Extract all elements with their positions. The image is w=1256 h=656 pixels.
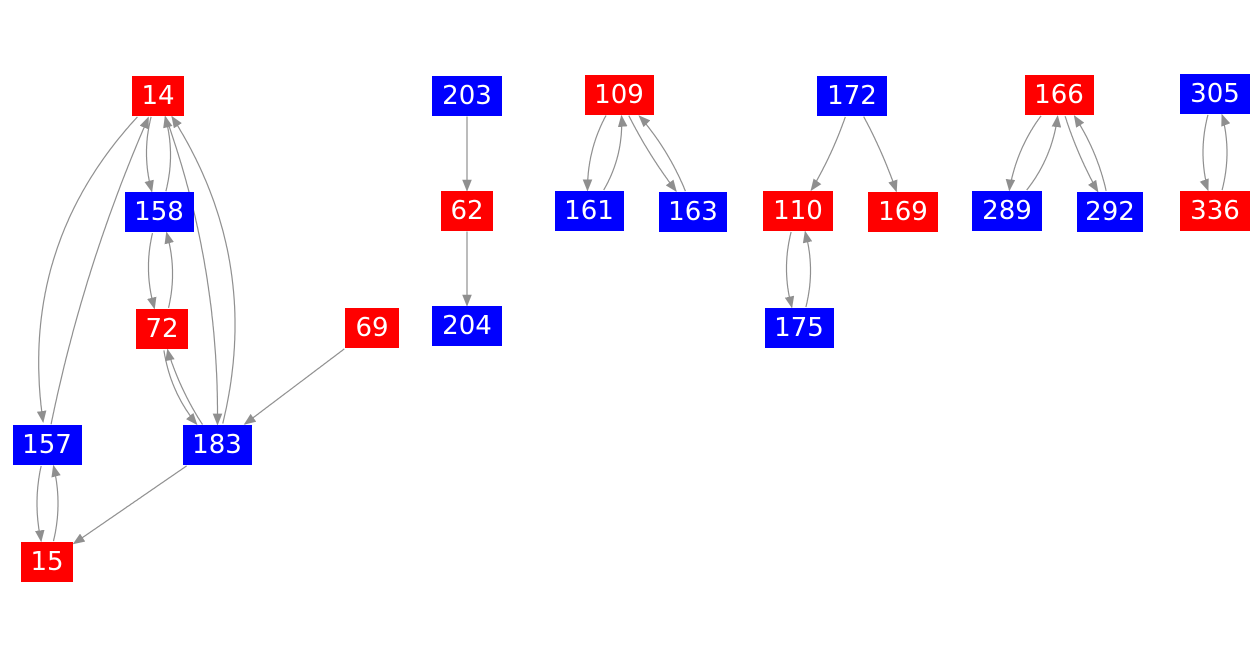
edge-166-292	[1064, 116, 1099, 193]
node-label: 158	[134, 197, 184, 227]
edge-72-183	[163, 350, 198, 426]
node-label: 157	[22, 430, 72, 460]
node-label: 289	[982, 196, 1032, 226]
node-163: 163	[659, 192, 727, 232]
node-336: 336	[1180, 191, 1250, 231]
node-label: 183	[192, 430, 242, 460]
node-label: 14	[141, 81, 175, 111]
node-label: 175	[774, 313, 824, 343]
node-172: 172	[817, 76, 887, 116]
edge-157-15	[34, 465, 45, 543]
node-label: 336	[1190, 196, 1240, 226]
node-label: 15	[30, 547, 64, 577]
node-label: 110	[773, 196, 823, 226]
node-label: 172	[827, 81, 877, 111]
node-15: 15	[21, 542, 73, 582]
edge-175-110	[802, 230, 813, 308]
node-label: 166	[1034, 80, 1084, 110]
node-157: 157	[12, 425, 82, 465]
node-183: 183	[182, 425, 252, 465]
edge-158-72	[147, 232, 157, 310]
node-161: 161	[554, 191, 624, 231]
node-label: 203	[442, 81, 492, 111]
edge-161-109	[603, 114, 628, 191]
edge-157-14	[50, 116, 149, 425]
edge-158-14	[163, 115, 173, 192]
node-label: 163	[668, 197, 718, 227]
edge-166-289	[1005, 115, 1042, 192]
edge-group	[34, 113, 1231, 545]
node-72: 72	[136, 309, 188, 349]
node-110: 110	[763, 191, 833, 231]
edge-72-158	[164, 231, 174, 309]
node-175: 175	[764, 308, 834, 348]
edge-292-166	[1073, 115, 1107, 191]
edge-183-14	[171, 115, 236, 424]
edge-109-163	[628, 115, 677, 193]
node-label: 161	[564, 196, 614, 226]
edge-172-169	[863, 116, 898, 193]
node-label: 204	[442, 311, 492, 341]
node-158: 158	[124, 192, 194, 232]
edge-109-161	[582, 115, 607, 192]
edge-163-109	[638, 115, 686, 192]
node-305: 305	[1180, 74, 1250, 114]
node-203: 203	[432, 76, 502, 116]
node-69: 69	[345, 308, 399, 348]
node-204: 204	[432, 306, 502, 346]
edge-336-305	[1221, 113, 1231, 191]
node-label: 69	[355, 313, 389, 343]
node-292: 292	[1077, 192, 1143, 232]
edge-183-72	[165, 348, 204, 425]
edge-15-157	[51, 464, 61, 542]
edge-110-175	[784, 231, 795, 309]
node-14: 14	[132, 76, 184, 116]
node-label: 292	[1085, 197, 1135, 227]
edge-69-183	[243, 348, 345, 425]
edge-14-183	[165, 117, 223, 426]
node-289: 289	[972, 191, 1042, 231]
node-62: 62	[441, 191, 493, 231]
node-label: 109	[594, 80, 644, 110]
node-label: 305	[1190, 79, 1240, 109]
edge-183-15	[72, 465, 187, 545]
edge-14-157	[36, 116, 138, 423]
node-label: 62	[450, 196, 484, 226]
node-label: 72	[145, 314, 179, 344]
node-109: 109	[584, 75, 654, 115]
node-169: 169	[868, 192, 938, 232]
edge-289-166	[1026, 115, 1062, 191]
node-166: 166	[1024, 75, 1094, 115]
edge-305-336	[1199, 114, 1209, 192]
node-label: 169	[878, 197, 928, 227]
edge-172-110	[810, 116, 846, 192]
